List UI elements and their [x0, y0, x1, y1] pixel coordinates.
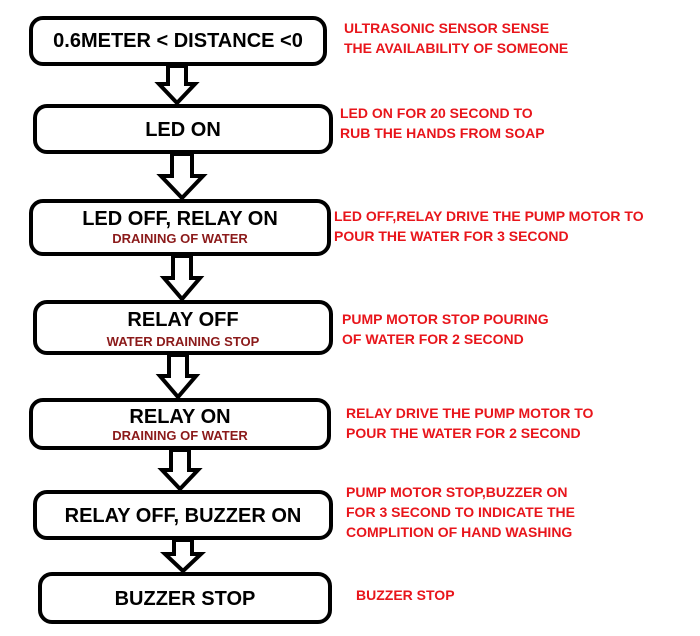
step-5-label: RELAY ON — [129, 406, 231, 428]
step-3-sublabel: DRAINING OF WATER — [112, 231, 248, 246]
note-1-line-2: THE AVAILABILITY OF SOMEONE — [344, 40, 569, 56]
step-4-label: RELAY OFF — [127, 309, 239, 331]
flow-arrow-6 — [159, 538, 207, 574]
note-5-line-2: POUR THE WATER FOR 2 SECOND — [346, 425, 581, 441]
note-3: LED OFF,RELAY DRIVE THE PUMP MOTOR TO PO… — [334, 206, 644, 246]
flow-arrow-2 — [156, 152, 208, 201]
step-box-7: BUZZER STOP — [38, 572, 332, 624]
step-box-4: RELAY OFF WATER DRAINING STOP — [33, 300, 333, 355]
note-2-line-2: RUB THE HANDS FROM SOAP — [340, 125, 545, 141]
step-box-3: LED OFF, RELAY ON DRAINING OF WATER — [29, 199, 331, 256]
step-7-label: BUZZER STOP — [114, 588, 256, 610]
step-box-6: RELAY OFF, BUZZER ON — [33, 490, 333, 540]
step-3-label: LED OFF, RELAY ON — [82, 208, 278, 230]
note-4-line-1: PUMP MOTOR STOP POURING — [342, 311, 549, 327]
note-1: ULTRASONIC SENSOR SENSE THE AVAILABILITY… — [344, 18, 568, 58]
note-2: LED ON FOR 20 SECOND TO RUB THE HANDS FR… — [340, 103, 545, 143]
note-3-line-2: POUR THE WATER FOR 3 SECOND — [334, 228, 569, 244]
step-box-2: LED ON — [33, 104, 333, 154]
step-1-label: 0.6METER < DISTANCE <0 — [53, 30, 303, 52]
step-5-sublabel: DRAINING OF WATER — [112, 428, 248, 443]
note-6: PUMP MOTOR STOP,BUZZER ON FOR 3 SECOND T… — [346, 482, 575, 542]
note-4-line-2: OF WATER FOR 2 SECOND — [342, 331, 524, 347]
note-6-line-2: FOR 3 SECOND TO INDICATE THE — [346, 504, 575, 520]
note-6-line-1: PUMP MOTOR STOP,BUZZER ON — [346, 484, 568, 500]
step-box-1: 0.6METER < DISTANCE <0 — [29, 16, 327, 66]
note-5: RELAY DRIVE THE PUMP MOTOR TO POUR THE W… — [346, 403, 593, 443]
flow-arrow-3 — [159, 254, 205, 303]
step-6-label: RELAY OFF, BUZZER ON — [64, 505, 302, 527]
note-1-line-1: ULTRASONIC SENSOR SENSE — [344, 20, 550, 36]
note-5-line-1: RELAY DRIVE THE PUMP MOTOR TO — [346, 405, 594, 421]
flow-arrow-1 — [154, 64, 200, 106]
note-4: PUMP MOTOR STOP POURING OF WATER FOR 2 S… — [342, 309, 549, 349]
note-3-line-1: LED OFF,RELAY DRIVE THE PUMP MOTOR TO — [334, 208, 644, 224]
step-4-sublabel: WATER DRAINING STOP — [106, 334, 260, 349]
flow-arrow-5 — [157, 448, 203, 492]
flow-arrow-4 — [155, 353, 201, 401]
note-6-line-3: COMPLITION OF HAND WASHING — [346, 524, 573, 540]
note-2-line-1: LED ON FOR 20 SECOND TO — [340, 105, 533, 121]
step-box-5: RELAY ON DRAINING OF WATER — [29, 398, 331, 450]
step-2-label: LED ON — [145, 119, 221, 141]
note-7-line-1: BUZZER STOP — [356, 587, 455, 603]
note-7: BUZZER STOP — [356, 585, 455, 605]
